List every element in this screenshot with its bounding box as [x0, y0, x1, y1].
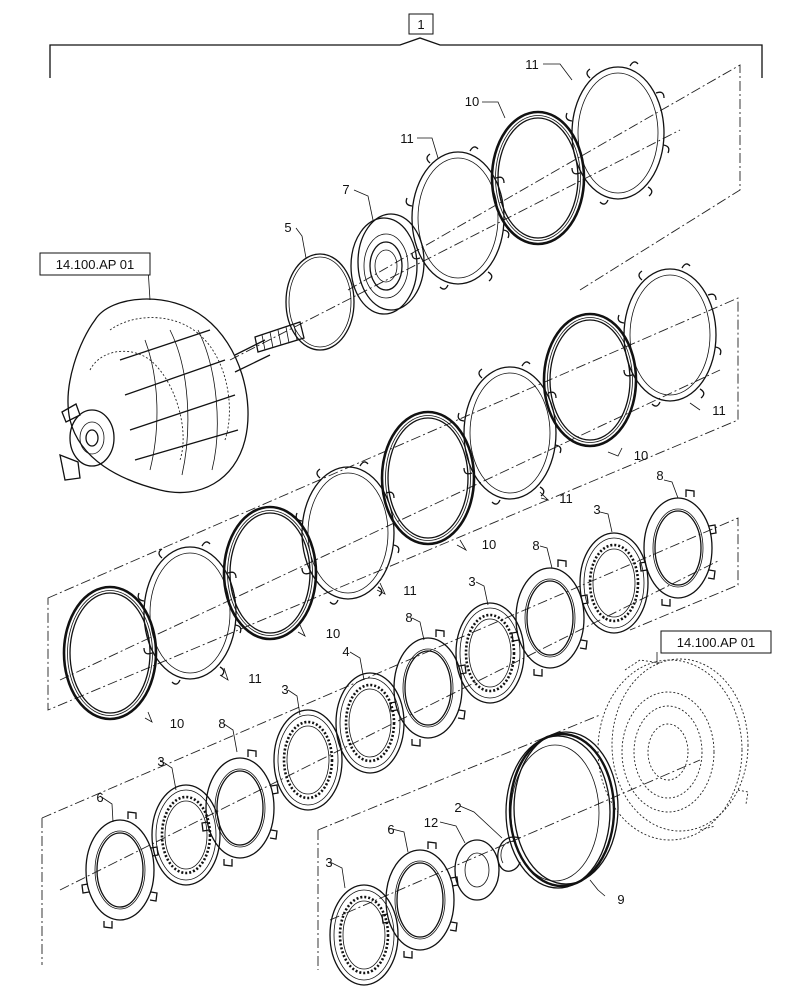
axis-middle: [59, 369, 721, 681]
callout-12: 12: [424, 815, 438, 830]
callout-8: 8: [656, 468, 663, 483]
separator-plate-11-top-b: [565, 61, 670, 205]
callout-10: 10: [170, 716, 184, 731]
thrust-washer-12: [454, 839, 500, 901]
friction-ring-10-mid-c: [380, 410, 476, 546]
reference-label-hub: 14.100.AP 01: [39, 252, 151, 276]
friction-ring-10-mid-d: [542, 312, 638, 448]
piston-seal-9: [505, 731, 619, 889]
callout-numbers: 11 10 11 7 5 11 10 11 10 11 10 11 10 8 3…: [96, 57, 725, 907]
callout-2: 2: [454, 800, 461, 815]
axis-lower: [59, 559, 721, 891]
assembly-bracket: 1: [49, 13, 763, 78]
callout-3: 3: [593, 502, 600, 517]
clutch-hub-assembly: [59, 298, 305, 494]
retaining-ring-5: [285, 253, 355, 351]
separator-plate-8-lower-b: [389, 629, 467, 747]
group-box-middle: [47, 297, 739, 711]
callout-3: 3: [157, 754, 164, 769]
group-box-top: [347, 64, 741, 291]
callout-10: 10: [465, 94, 479, 109]
separator-plate-8-lower-d: [639, 489, 717, 607]
friction-disc-3-lower-c: [454, 601, 526, 705]
group-box-lower: [41, 517, 739, 965]
callout-6: 6: [96, 790, 103, 805]
callout-6: 6: [387, 822, 394, 837]
friction-disc-3-lower-b: [272, 708, 344, 812]
friction-disc-3-lower-d: [578, 531, 650, 635]
snap-ring-2: [497, 836, 521, 872]
callout-4: 4: [342, 644, 349, 659]
separator-plate-11-mid-d: [617, 263, 722, 407]
callout-8: 8: [405, 610, 412, 625]
friction-ring-10-top: [490, 110, 586, 246]
end-plate-6-lower: [81, 811, 159, 929]
separator-plate-8-lower-a: [201, 749, 279, 867]
friction-disc-3-bottom: [328, 883, 400, 987]
clutch-housing: [597, 658, 749, 841]
assembly-number: 1: [417, 17, 424, 32]
callout-10: 10: [634, 448, 648, 463]
callout-8: 8: [532, 538, 539, 553]
callout-5: 5: [284, 220, 291, 235]
reference-label-hub-text: 14.100.AP 01: [56, 257, 135, 272]
leader-lines: [99, 63, 701, 897]
reference-label-housing-text: 14.100.AP 01: [677, 635, 756, 650]
reference-label-housing: 14.100.AP 01: [660, 630, 772, 654]
callout-11: 11: [248, 671, 262, 686]
callout-7: 7: [342, 182, 349, 197]
callout-9: 9: [617, 892, 624, 907]
callout-11: 11: [525, 57, 539, 72]
callout-3: 3: [468, 574, 475, 589]
callout-3: 3: [281, 682, 288, 697]
callout-10: 10: [482, 537, 496, 552]
friction-ring-10-mid-a: [62, 585, 158, 721]
callout-3: 3: [325, 855, 332, 870]
callout-10: 10: [326, 626, 340, 641]
callout-11: 11: [403, 583, 417, 598]
callout-11: 11: [400, 131, 414, 146]
friction-disc-3-lower-a: [150, 783, 222, 887]
callout-11: 11: [559, 491, 573, 506]
callout-8: 8: [218, 716, 225, 731]
axis-top: [229, 129, 681, 361]
callout-11: 11: [712, 403, 726, 418]
